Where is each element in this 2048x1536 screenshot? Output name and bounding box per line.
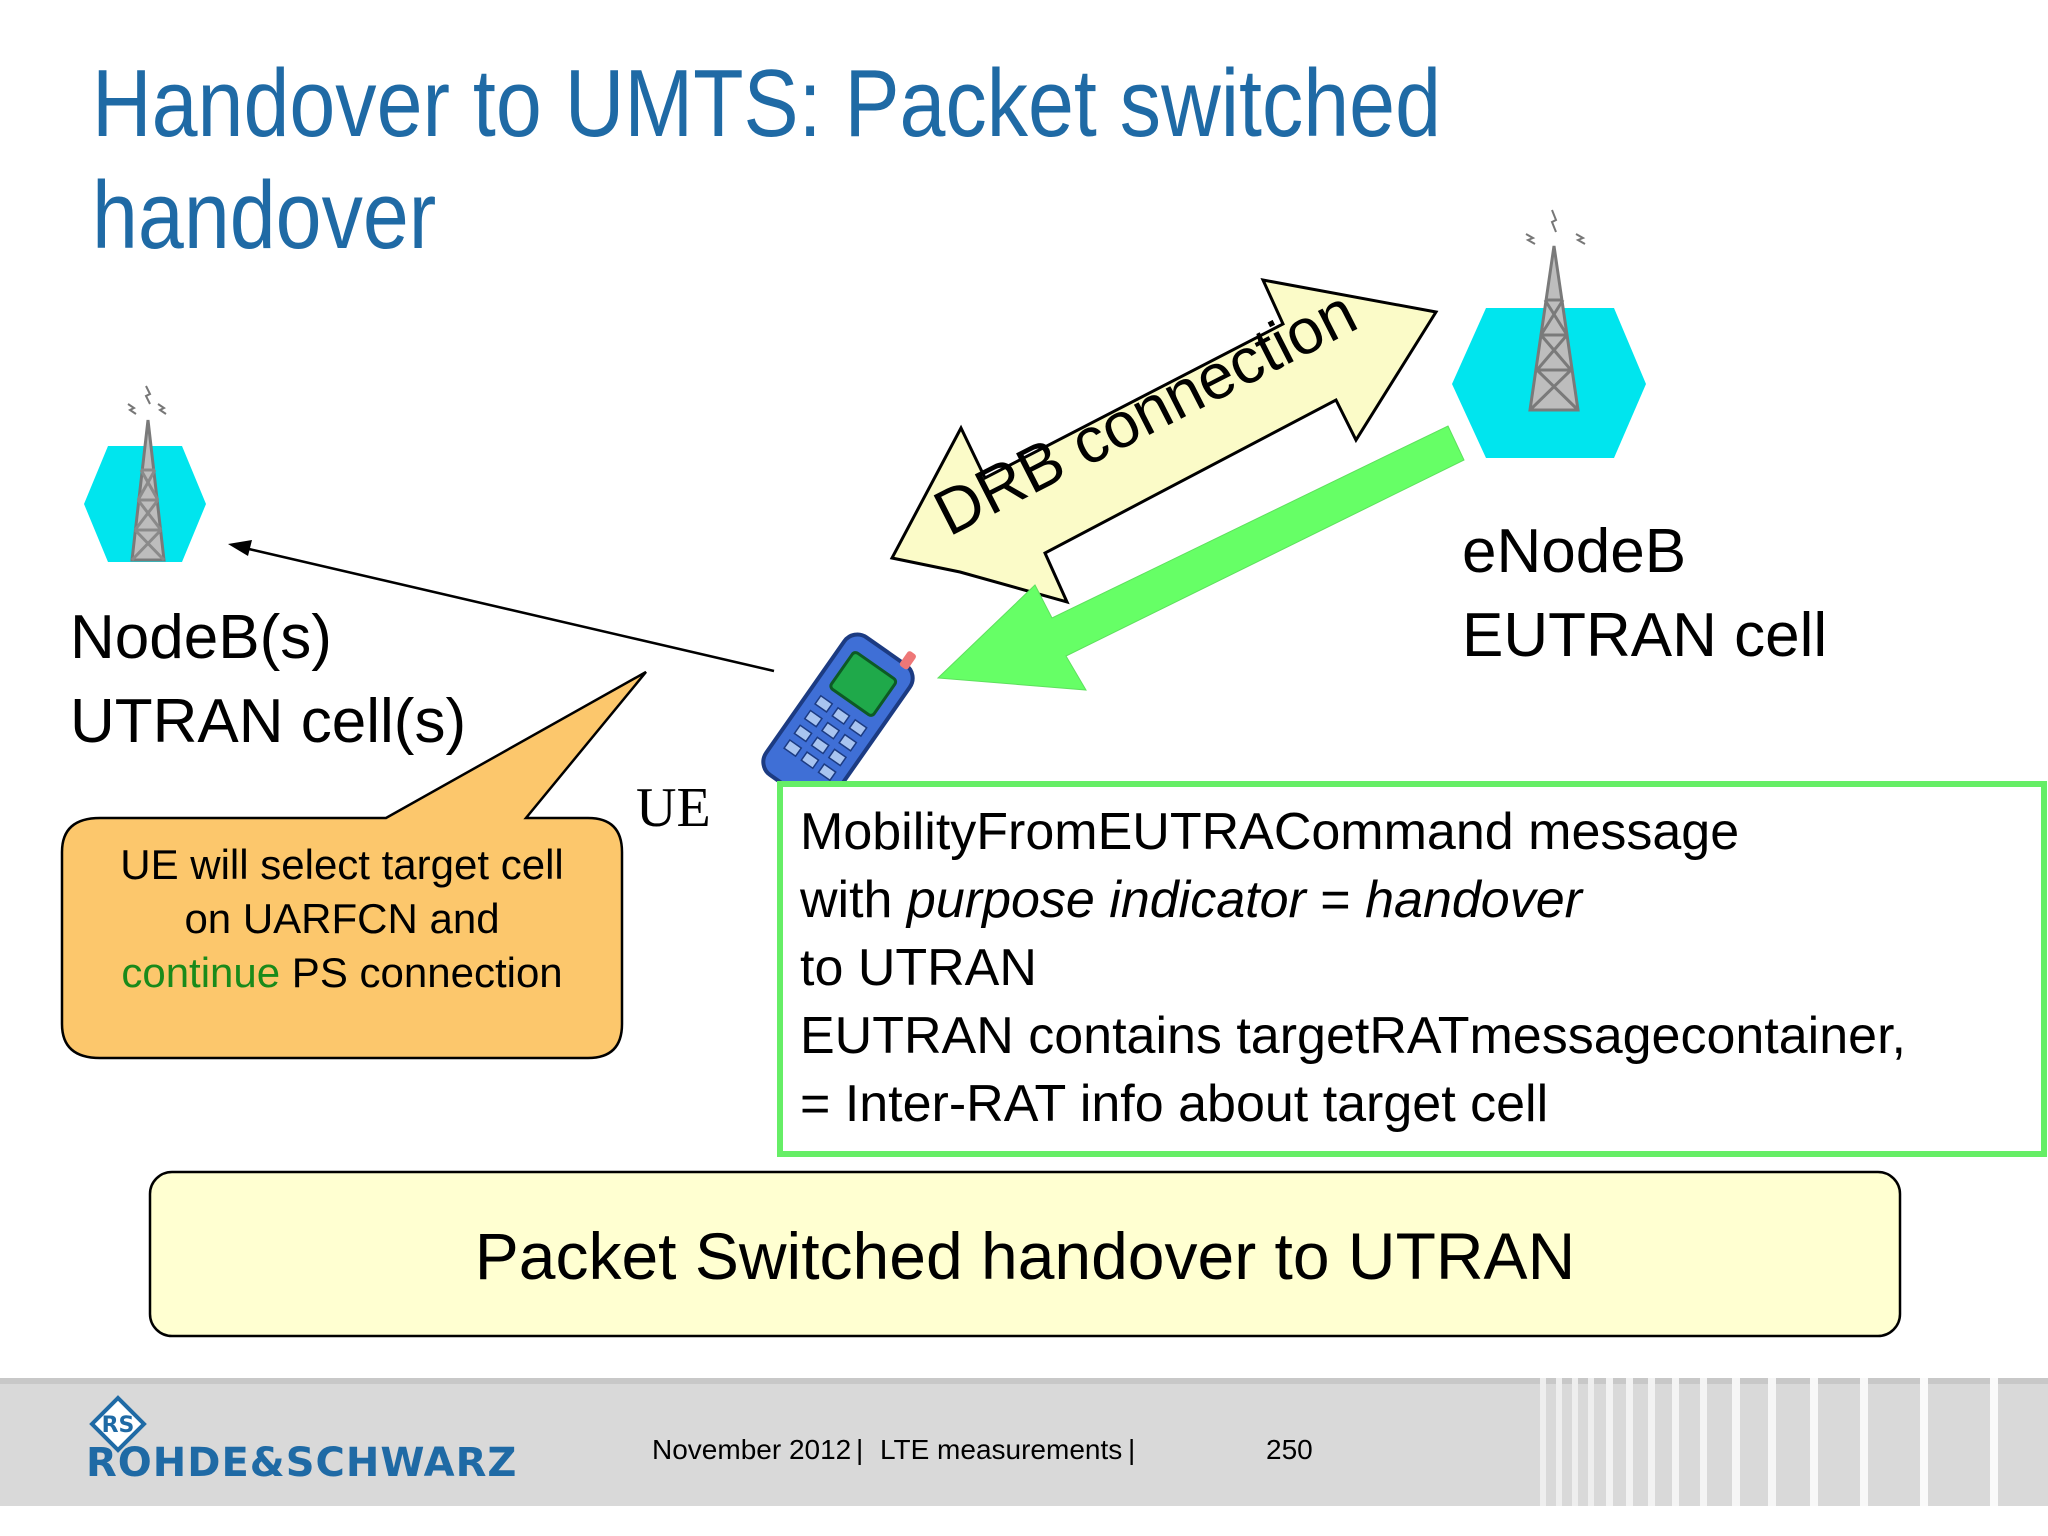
green-downlink-arrow [936, 425, 1465, 691]
mobile-phone-icon [761, 632, 916, 808]
enodeb-label-line1: eNodeB [1462, 517, 1687, 586]
message-handover-value: handover [1365, 871, 1582, 929]
callout-line1: UE will select target cell [120, 841, 564, 888]
nodeb-label-line1: NodeB(s) [70, 603, 332, 672]
callout-text: UE will select target cell on UARFCN and… [62, 838, 622, 1000]
rohde-schwarz-logo-text: ROHDE&SCHWARZ [86, 1440, 518, 1486]
slide-title-line1: Handover to UMTS: Packet switched [92, 50, 1442, 157]
message-line2-a: with [800, 871, 907, 929]
footer-separator-1: | [856, 1434, 864, 1465]
footer-topic: LTE measurements [880, 1434, 1123, 1465]
callout-bubble [60, 670, 647, 1060]
message-line1: MobilityFromEUTRACommand message [800, 803, 1740, 861]
ue-label: UE [636, 777, 711, 839]
rohde-schwarz-logo-icon: RS [89, 1395, 147, 1453]
message-line3: to UTRAN [800, 939, 1037, 997]
cell-tower-icon [1525, 209, 1586, 412]
callout-line3-rest: PS connection [280, 949, 563, 996]
callout-line2: on UARFCN and [184, 895, 500, 942]
enodeb-label-line2: EUTRAN cell [1462, 601, 1828, 670]
message-line2: with purpose indicator = handover [800, 866, 2040, 934]
slide-title: Handover to UMTS: Packet switched handov… [92, 48, 1442, 272]
nodeb-label-line2: UTRAN cell(s) [70, 687, 467, 756]
footer-stripes [1540, 1378, 1998, 1506]
bottom-banner-box [148, 1170, 1902, 1338]
logo-initials: RS [102, 1413, 135, 1438]
cell-tower-icon [127, 385, 167, 562]
footer-separator-2: | [1128, 1434, 1136, 1465]
footer-page-number: 250 [1266, 1434, 1313, 1465]
message-line2-b: = [1305, 871, 1366, 929]
message-box [777, 781, 2047, 1157]
callout-line3: continue PS connection [62, 946, 622, 1000]
footer-band [0, 1378, 2048, 1536]
callout-continue-word: continue [121, 949, 281, 996]
message-text: MobilityFromEUTRACommand message with pu… [800, 798, 2040, 1138]
message-purpose-indicator: purpose indicator [906, 871, 1306, 929]
bottom-banner-text: Packet Switched handover to UTRAN [474, 1219, 1576, 1293]
nodeb-label: NodeB(s) UTRAN cell(s) [70, 596, 466, 764]
message-line5: = Inter-RAT info about target cell [800, 1075, 1549, 1133]
slide-title-line2: handover [92, 162, 437, 269]
ue-to-nodeb-arrow [228, 540, 775, 673]
enodeb-label: eNodeB EUTRAN cell [1462, 510, 1827, 678]
drb-connection-arrow [889, 278, 1439, 605]
footer-date: November 2012 [652, 1434, 852, 1465]
message-line4: EUTRAN contains targetRATmessagecontaine… [800, 1007, 1906, 1065]
